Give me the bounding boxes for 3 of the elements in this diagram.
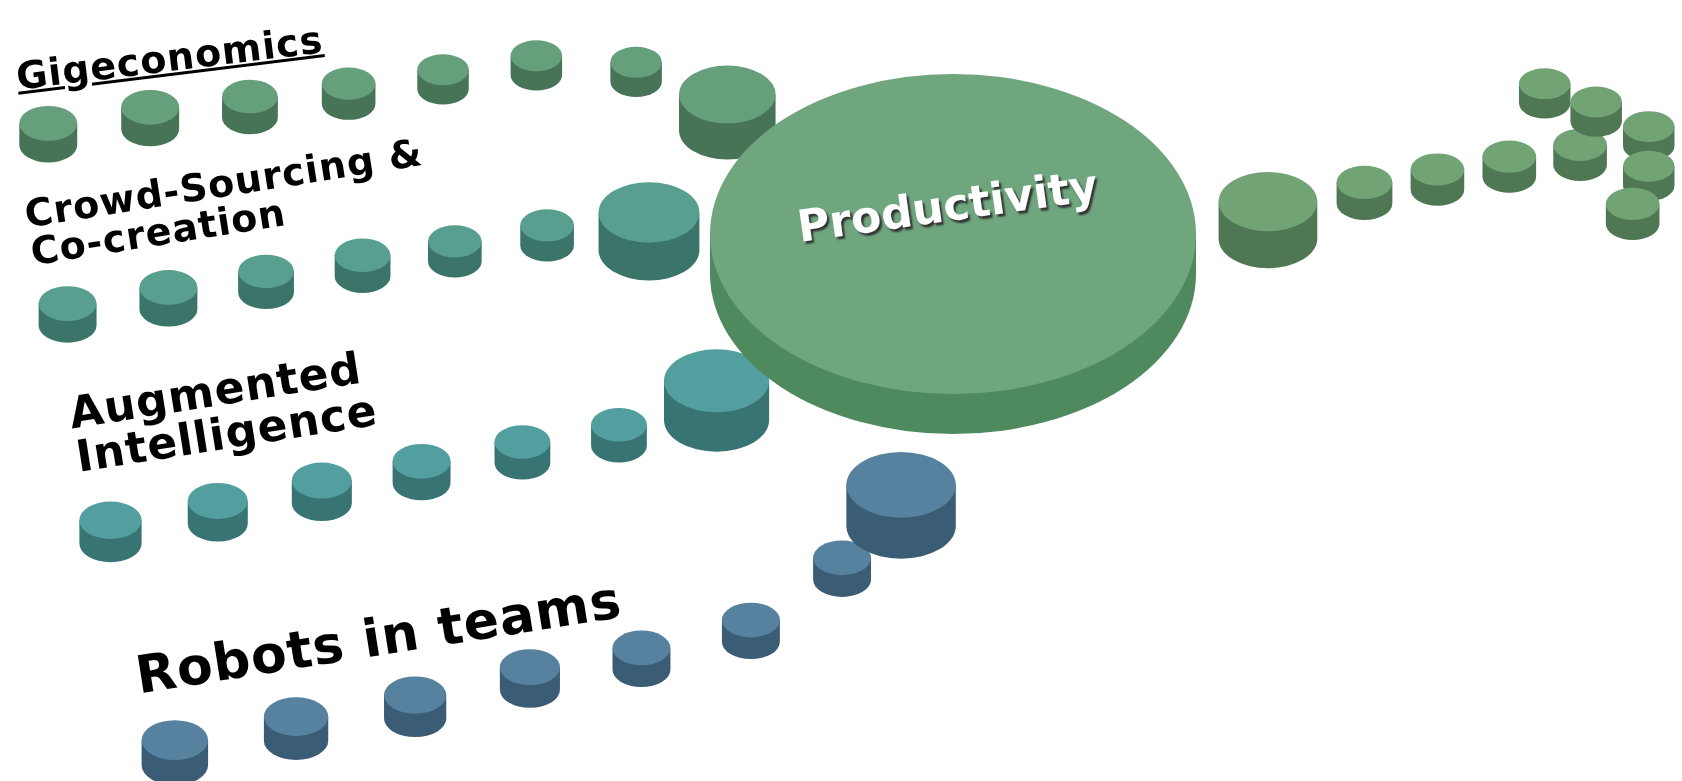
stream-label: Robots in teams (132, 573, 625, 702)
disc-label: Productivity (793, 159, 1101, 252)
stream-label: Gigeconomics (14, 20, 326, 96)
